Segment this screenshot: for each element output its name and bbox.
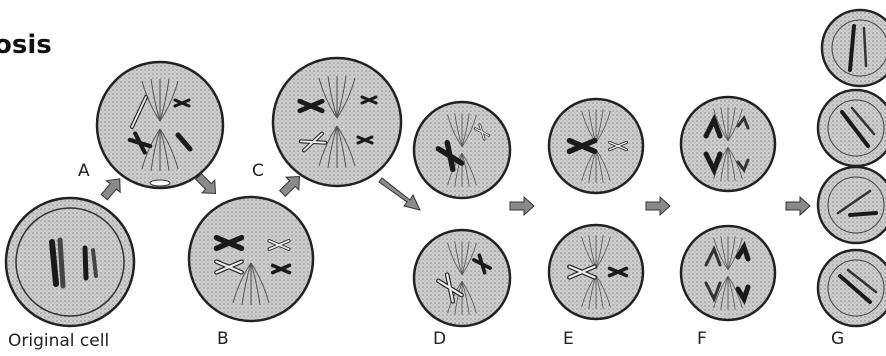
arrow-e-to-f	[646, 197, 670, 215]
cell-d-bottom	[414, 230, 510, 326]
cell-d-top	[414, 102, 510, 198]
arrow-d-to-e	[510, 197, 534, 215]
cell-f-bottom	[681, 226, 775, 320]
cell-a	[97, 62, 223, 188]
cell-g-2	[818, 90, 886, 166]
cell-g-4	[818, 250, 886, 326]
cell-f-top	[681, 97, 775, 191]
cell-e-top	[549, 99, 643, 193]
cell-b	[189, 197, 313, 321]
original-cell	[6, 198, 134, 326]
cell-c	[273, 58, 401, 186]
cell-g-1	[822, 10, 886, 86]
cell-g-3	[818, 167, 886, 243]
arrow-c-to-d	[379, 178, 420, 210]
arrow-original-to-a	[97, 173, 126, 203]
arrow-f-to-g	[786, 197, 810, 215]
cell-e-bottom	[549, 225, 643, 319]
